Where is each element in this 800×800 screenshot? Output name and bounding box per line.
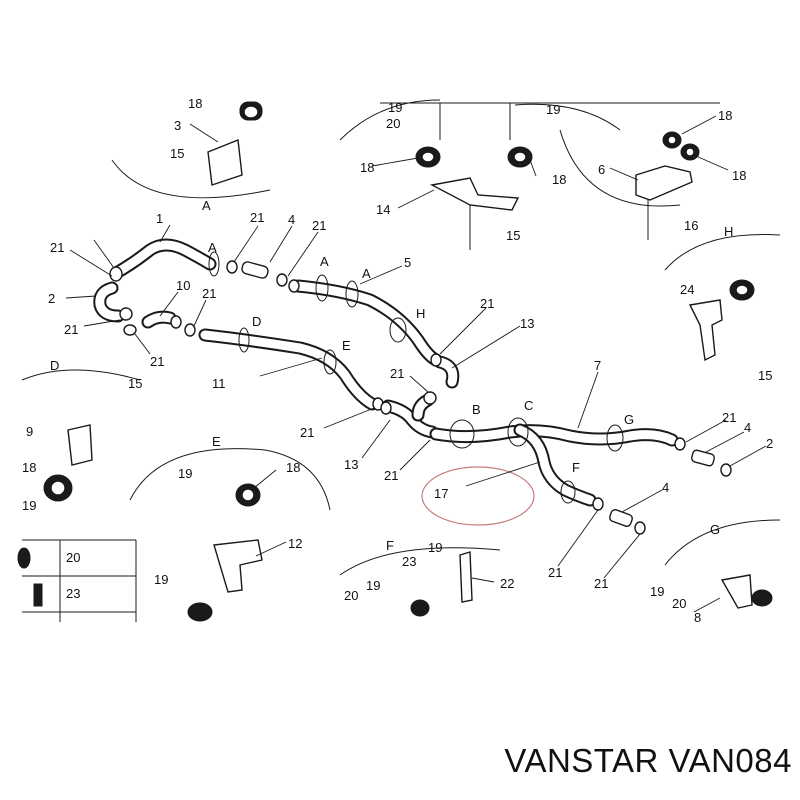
section-e-2: E — [212, 434, 221, 449]
parts-table: 20 23 — [17, 539, 137, 622]
callout-20c: 20 — [344, 588, 358, 603]
section-a-2: A — [208, 240, 217, 255]
callout-21f: 21 — [312, 218, 326, 233]
callout-2b: 2 — [766, 436, 773, 451]
top-edge-lines — [380, 102, 720, 250]
section-f-1: F — [572, 460, 580, 475]
leader-lines — [65, 115, 767, 613]
callout-18c: 18 — [718, 108, 732, 123]
brackets — [43, 101, 773, 622]
section-a-3: A — [320, 254, 329, 269]
callout-21e: 21 — [250, 210, 264, 225]
callout-19b: 19 — [546, 102, 560, 117]
callout-21h: 21 — [390, 366, 404, 381]
callout-21b: 21 — [64, 322, 78, 337]
callout-15d: 15 — [758, 368, 772, 383]
callout-18a: 18 — [360, 160, 374, 175]
callout-22: 22 — [500, 576, 514, 591]
section-e-1: E — [342, 338, 351, 353]
callout-17: 17 — [434, 486, 448, 501]
callout-18d: 18 — [732, 168, 746, 183]
callout-21i: 21 — [300, 425, 314, 440]
table-callout-23: 23 — [66, 586, 80, 601]
section-h-1: H — [416, 306, 425, 321]
callout-19g: 19 — [366, 578, 380, 593]
callout-20b: 20 — [386, 116, 400, 131]
section-d-2: D — [50, 358, 59, 373]
section-letters: A A A A B C D D E E F F G G H H — [50, 198, 733, 553]
callout-4a: 4 — [288, 212, 295, 227]
callout-21m: 21 — [594, 576, 608, 591]
callout-21c: 21 — [150, 354, 164, 369]
callout-7: 7 — [594, 358, 601, 373]
callout-14: 14 — [376, 202, 390, 217]
callout-21g: 21 — [480, 296, 494, 311]
callout-labels: 1 2 2 3 4 4 4 5 6 7 8 9 10 11 12 13 13 1… — [22, 96, 773, 625]
callout-15a: 15 — [170, 146, 184, 161]
callout-10: 10 — [176, 278, 190, 293]
callout-19h: 19 — [650, 584, 664, 599]
callout-1: 1 — [156, 211, 163, 226]
callout-18f: 18 — [286, 460, 300, 475]
section-f-2: F — [386, 538, 394, 553]
callout-13a: 13 — [520, 316, 534, 331]
callout-21d: 21 — [202, 286, 216, 301]
callout-24: 24 — [680, 282, 694, 297]
callout-20d: 20 — [672, 596, 686, 611]
brand-part-number-caption: VANSTAR VAN084 — [504, 742, 792, 779]
callout-19a: 19 — [388, 100, 402, 115]
callout-4c: 4 — [662, 480, 669, 495]
callout-11: 11 — [212, 376, 226, 391]
callout-13b: 13 — [344, 457, 358, 472]
detail-view-outlines — [21, 99, 781, 576]
callout-15c: 15 — [128, 376, 142, 391]
clamps — [109, 260, 732, 535]
callout-8: 8 — [694, 610, 701, 625]
section-h-2: H — [724, 224, 733, 239]
section-rings — [208, 251, 624, 504]
callout-18b: 18 — [552, 172, 566, 187]
callout-19e: 19 — [154, 572, 168, 587]
callout-3: 3 — [174, 118, 181, 133]
callout-4b: 4 — [744, 420, 751, 435]
section-a-4: A — [362, 266, 371, 281]
section-g-1: G — [624, 412, 634, 427]
callout-5: 5 — [404, 255, 411, 270]
callout-12: 12 — [288, 536, 302, 551]
callout-18g: 18 — [188, 96, 202, 111]
section-d-1: D — [252, 314, 261, 329]
callout-2a: 2 — [48, 291, 55, 306]
section-g-2: G — [710, 522, 720, 537]
callout-21k: 21 — [722, 410, 736, 425]
callout-21j: 21 — [384, 468, 398, 483]
section-c: C — [524, 398, 533, 413]
callout-23b: 23 — [402, 554, 416, 569]
callout-21l: 21 — [548, 565, 562, 580]
callout-15b: 15 — [506, 228, 520, 243]
callout-18e: 18 — [22, 460, 36, 475]
callout-6: 6 — [598, 162, 605, 177]
callout-19d: 19 — [178, 466, 192, 481]
section-a-1: A — [202, 198, 211, 213]
callout-19c: 19 — [22, 498, 36, 513]
callout-9: 9 — [26, 424, 33, 439]
hose-assembly — [93, 238, 679, 507]
callout-16: 16 — [684, 218, 698, 233]
highlight-ellipse — [421, 466, 535, 526]
section-b: B — [472, 402, 481, 417]
callout-19f: 19 — [428, 540, 442, 555]
table-callout-20: 20 — [66, 550, 80, 565]
callout-21a: 21 — [50, 240, 64, 255]
